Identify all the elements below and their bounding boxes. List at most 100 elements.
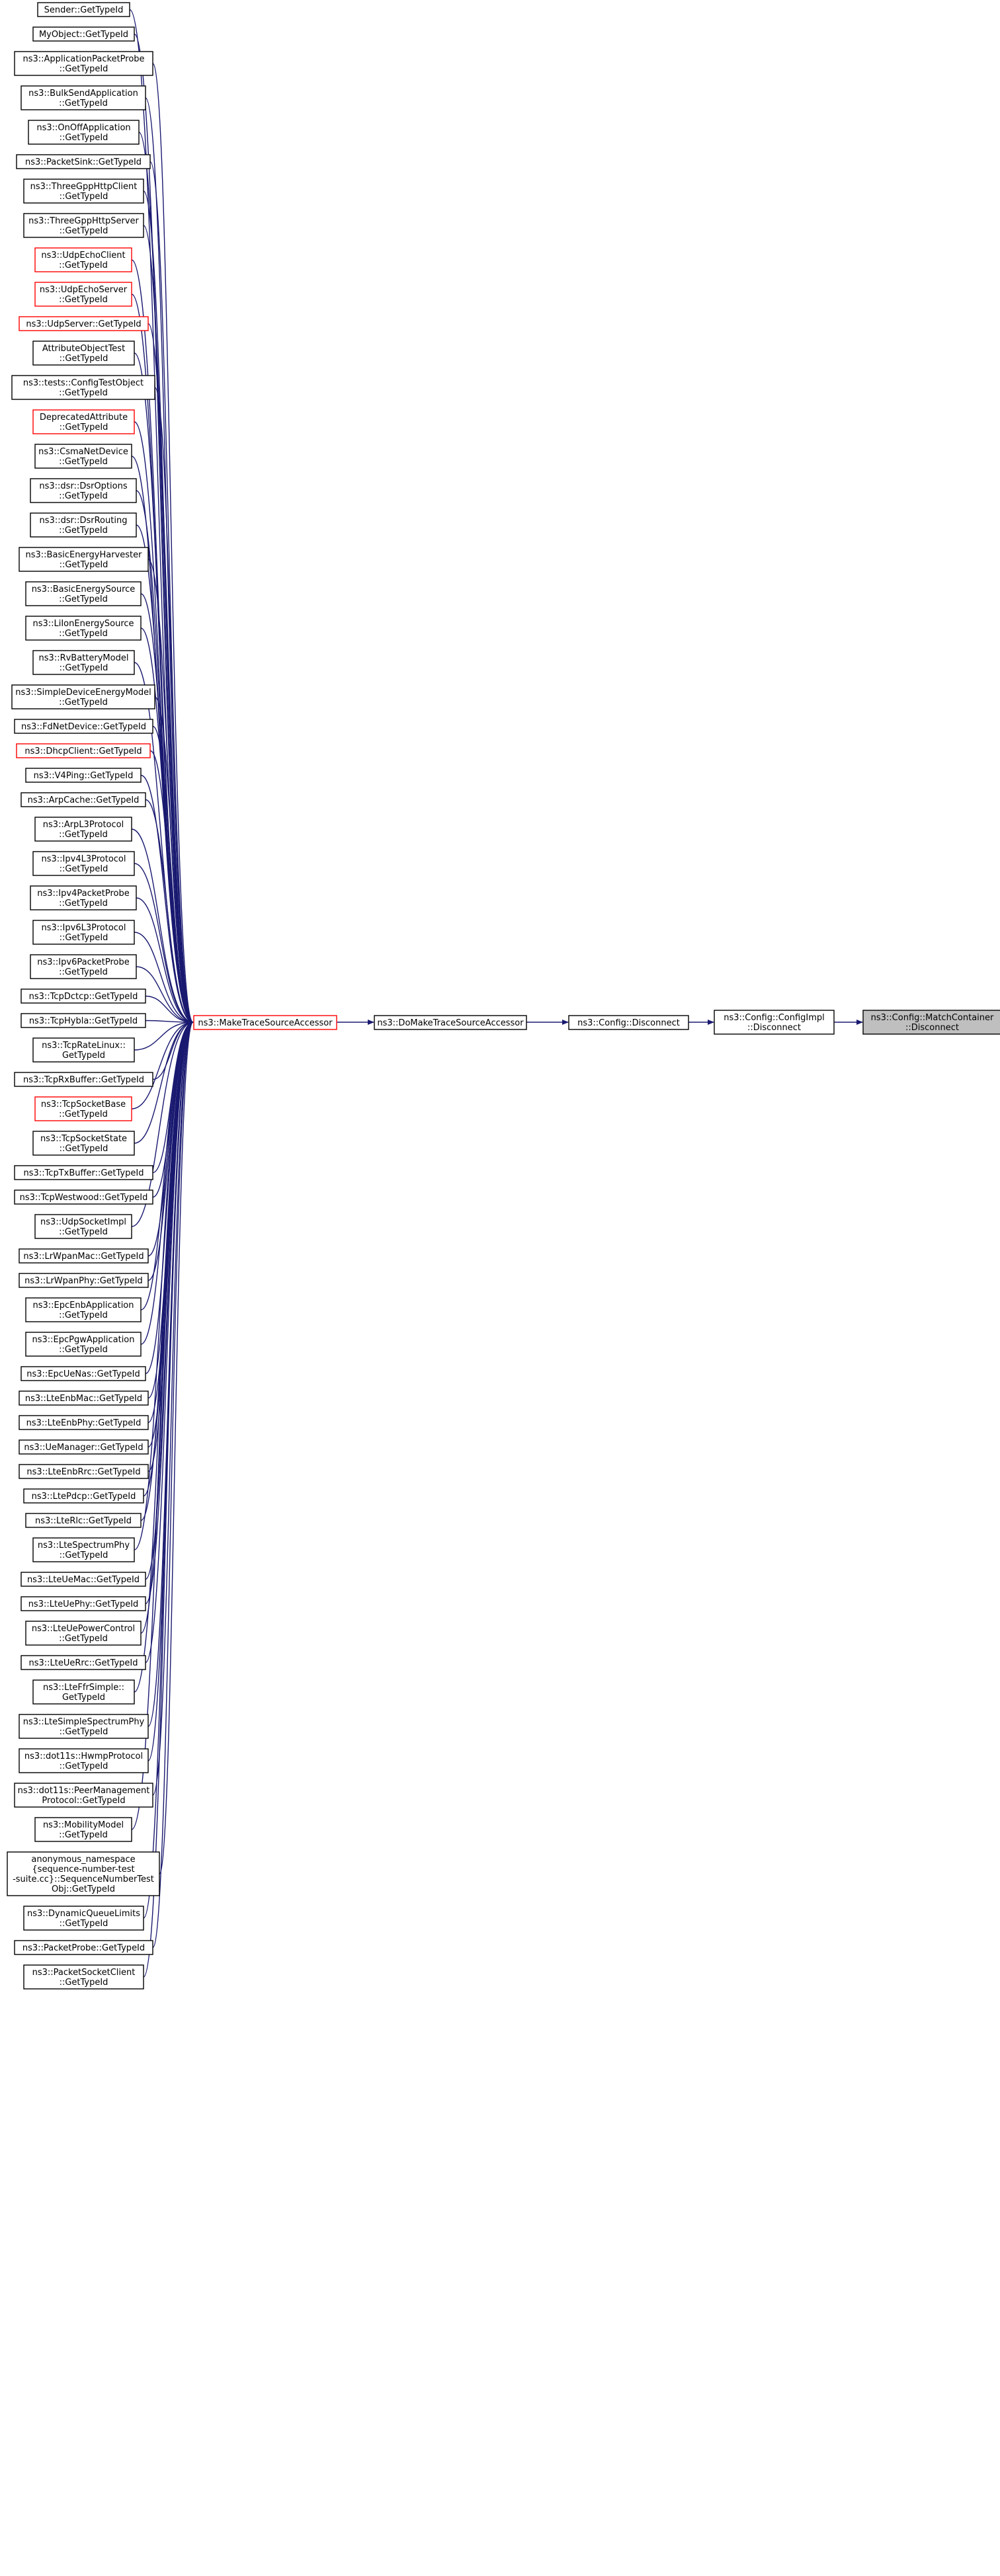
node-tcp-westwood[interactable]: ns3::TcpWestwood::GetTypeId <box>14 1189 153 1205</box>
node-lte-enb-rrc[interactable]: ns3::LteEnbRrc::GetTypeId <box>19 1464 149 1479</box>
node-match-container-disconnect[interactable]: ns3::Config::MatchContainer::Disconnect <box>862 1010 1000 1035</box>
node-dhcp-client[interactable]: ns3::DhcpClient::GetTypeId <box>16 743 151 758</box>
node-lte-simple-spectrum-phy[interactable]: ns3::LteSimpleSpectrumPhy::GetTypeId <box>19 1714 149 1739</box>
node-lte-ue-mac[interactable]: ns3::LteUeMac::GetTypeId <box>21 1572 146 1587</box>
node-label: ns3::LteUeRrc::GetTypeId <box>28 1658 138 1668</box>
node-v4ping[interactable]: ns3::V4Ping::GetTypeId <box>25 768 142 783</box>
node-lte-ffr-simple[interactable]: ns3::LteFfrSimple::GetTypeId <box>32 1679 135 1705</box>
node-dsr-options[interactable]: ns3::dsr::DsrOptions::GetTypeId <box>30 478 137 503</box>
node-configimpl-disconnect[interactable]: ns3::Config::ConfigImpl::Disconnect <box>714 1010 835 1035</box>
node-simple-device-energy[interactable]: ns3::SimpleDeviceEnergyModel::GetTypeId <box>11 684 155 709</box>
node-label: ns3::Ipv6PacketProbe <box>37 957 130 967</box>
node-label: ns3::TcpSocketBase <box>41 1100 126 1109</box>
edge-epc-pgw-app <box>140 1020 194 1345</box>
node-label: ns3::TcpRxBuffer::GetTypeId <box>23 1075 144 1085</box>
edge-udp-socket-impl <box>131 1020 194 1227</box>
node-box <box>25 1297 142 1322</box>
node-myobject[interactable]: MyObject::GetTypeId <box>32 26 135 42</box>
node-epc-pgw-app[interactable]: ns3::EpcPgwApplication::GetTypeId <box>25 1332 142 1357</box>
node-lte-pdcp[interactable]: ns3::LtePdcp::GetTypeId <box>23 1488 144 1504</box>
node-onoff[interactable]: ns3::OnOffApplication::GetTypeId <box>28 120 140 145</box>
node-peer-management[interactable]: ns3::dot11s::PeerManagementProtocol::Get… <box>14 1783 153 1808</box>
node-epc-enb-app[interactable]: ns3::EpcEnbApplication::GetTypeId <box>25 1297 142 1322</box>
node-label: ns3::LteEnbPhy::GetTypeId <box>26 1418 142 1428</box>
node-label: ns3::TcpHybla::GetTypeId <box>29 1016 138 1026</box>
node-box <box>34 444 132 469</box>
node-csma-net-device[interactable]: ns3::CsmaNetDevice::GetTypeId <box>34 444 132 469</box>
node-3gpp-client[interactable]: ns3::ThreeGppHttpClient::GetTypeId <box>23 179 144 204</box>
node-lte-ue-phy[interactable]: ns3::LteUePhy::GetTypeId <box>21 1596 146 1611</box>
node-label: ns3::CsmaNetDevice <box>38 447 128 457</box>
node-arp-l3[interactable]: ns3::ArpL3Protocol::GetTypeId <box>34 817 132 842</box>
node-label: ns3::PacketSink::GetTypeId <box>25 157 142 167</box>
node-label: ns3::MakeTraceSourceAccessor <box>198 1018 333 1028</box>
node-fd-net-device[interactable]: ns3::FdNetDevice::GetTypeId <box>14 719 153 734</box>
node-packet-socket-client[interactable]: ns3::PacketSocketClient::GetTypeId <box>23 1964 144 1990</box>
node-dynamic-queue-limits[interactable]: ns3::DynamicQueueLimits::GetTypeId <box>23 1906 144 1931</box>
node-rv-battery-model[interactable]: ns3::RvBatteryModel::GetTypeId <box>32 650 135 675</box>
node-hwmp-protocol[interactable]: ns3::dot11s::HwmpProtocol::GetTypeId <box>19 1748 149 1773</box>
node-lte-ue-power-control[interactable]: ns3::LteUePowerControl::GetTypeId <box>25 1621 142 1646</box>
node-lte-spectrum-phy[interactable]: ns3::LteSpectrumPhy::GetTypeId <box>32 1537 135 1562</box>
node-label: ns3::ArpCache::GetTypeId <box>28 795 140 805</box>
node-ue-manager[interactable]: ns3::UeManager::GetTypeId <box>19 1439 149 1455</box>
node-anon-sequence-number[interactable]: anonymous_namespace{sequence-number-test… <box>7 1851 160 1896</box>
node-lrwpan-mac[interactable]: ns3::LrWpanMac::GetTypeId <box>19 1248 149 1264</box>
node-tcp-rx-buffer[interactable]: ns3::TcpRxBuffer::GetTypeId <box>14 1072 153 1087</box>
edge-ipv4-l3 <box>134 863 194 1025</box>
node-tcp-hybla[interactable]: ns3::TcpHybla::GetTypeId <box>21 1013 146 1028</box>
node-ipv6-packet-probe[interactable]: ns3::Ipv6PacketProbe::GetTypeId <box>30 954 137 979</box>
node-ipv4-packet-probe[interactable]: ns3::Ipv4PacketProbe::GetTypeId <box>30 885 137 910</box>
node-liion-energy-source[interactable]: ns3::LiIonEnergySource::GetTypeId <box>25 616 142 641</box>
edge-fd-net-device <box>152 725 194 1025</box>
node-box <box>32 920 135 945</box>
node-tcp-tx-buffer[interactable]: ns3::TcpTxBuffer::GetTypeId <box>14 1165 153 1180</box>
node-udp-echo-client[interactable]: ns3::UdpEchoClient::GetTypeId <box>34 247 132 272</box>
node-tcp-socket-base[interactable]: ns3::TcpSocketBase::GetTypeId <box>34 1096 132 1121</box>
node-box <box>19 1390 149 1406</box>
node-deprecated-attribute[interactable]: DeprecatedAttribute::GetTypeId <box>32 409 135 434</box>
node-lte-enb-mac[interactable]: ns3::LteEnbMac::GetTypeId <box>19 1390 149 1406</box>
node-mobility-model[interactable]: ns3::MobilityModel::GetTypeId <box>34 1817 132 1842</box>
node-3gpp-server[interactable]: ns3::ThreeGppHttpServer::GetTypeId <box>23 213 144 238</box>
node-label: ns3::LteSpectrumPhy <box>38 1541 130 1550</box>
node-ipv6-l3[interactable]: ns3::Ipv6L3Protocol::GetTypeId <box>32 920 135 945</box>
node-lte-enb-phy[interactable]: ns3::LteEnbPhy::GetTypeId <box>19 1415 149 1430</box>
node-do-make-trace-source-accessor[interactable]: ns3::DoMakeTraceSourceAccessor <box>374 1015 527 1030</box>
node-label: GetTypeId <box>62 1693 105 1703</box>
node-bulk-send[interactable]: ns3::BulkSendApplication::GetTypeId <box>21 85 146 110</box>
node-label: ::GetTypeId <box>59 698 108 707</box>
node-arp-cache[interactable]: ns3::ArpCache::GetTypeId <box>21 792 146 807</box>
node-config-disconnect[interactable]: ns3::Config::Disconnect <box>568 1015 689 1030</box>
node-basic-energy-harvester[interactable]: ns3::BasicEnergyHarvester::GetTypeId <box>19 547 149 572</box>
node-packet-sink[interactable]: ns3::PacketSink::GetTypeId <box>16 154 151 169</box>
node-tcp-rate-linux[interactable]: ns3::TcpRateLinux::GetTypeId <box>32 1037 135 1063</box>
node-lrwpan-phy[interactable]: ns3::LrWpanPhy::GetTypeId <box>19 1273 149 1288</box>
node-label: ns3::LteSimpleSpectrumPhy <box>23 1717 145 1727</box>
node-make-trace-source-accessor[interactable]: ns3::MakeTraceSourceAccessor <box>193 1015 337 1030</box>
node-label: ::GetTypeId <box>60 1978 108 1988</box>
node-label: ns3::UdpEchoClient <box>41 251 125 261</box>
node-basic-energy-source[interactable]: ns3::BasicEnergySource::GetTypeId <box>25 581 142 606</box>
node-ipv4-l3[interactable]: ns3::Ipv4L3Protocol::GetTypeId <box>32 851 135 876</box>
node-tcp-dctcp[interactable]: ns3::TcpDctcp::GetTypeId <box>21 988 146 1004</box>
node-packet-probe[interactable]: ns3::PacketProbe::GetTypeId <box>14 1940 153 1955</box>
node-epc-ue-nas[interactable]: ns3::EpcUeNas::GetTypeId <box>21 1366 146 1381</box>
node-app-packet-probe[interactable]: ns3::ApplicationPacketProbe::GetTypeId <box>14 51 153 76</box>
node-lte-ue-rrc[interactable]: ns3::LteUeRrc::GetTypeId <box>21 1655 146 1670</box>
node-sender[interactable]: Sender::GetTypeId <box>37 2 130 17</box>
edge-tcp-hybla <box>145 1019 194 1025</box>
node-udp-server[interactable]: ns3::UdpServer::GetTypeId <box>19 316 149 331</box>
node-label: ::GetTypeId <box>59 1345 108 1355</box>
node-box <box>32 1679 135 1705</box>
node-label: ::GetTypeId <box>60 192 108 202</box>
node-config-test-object[interactable]: ns3::tests::ConfigTestObject::GetTypeId <box>11 375 155 400</box>
node-dsr-routing[interactable]: ns3::dsr::DsrRouting::GetTypeId <box>30 512 137 538</box>
node-tcp-socket-state[interactable]: ns3::TcpSocketState::GetTypeId <box>32 1131 135 1156</box>
edge-simple-device-energy <box>154 696 194 1025</box>
node-udp-echo-server[interactable]: ns3::UdpEchoServer::GetTypeId <box>34 282 132 307</box>
node-lte-rlc[interactable]: ns3::LteRlc::GetTypeId <box>25 1513 142 1528</box>
node-attr-object-test[interactable]: AttributeObjectTest::GetTypeId <box>32 341 135 366</box>
node-udp-socket-impl[interactable]: ns3::UdpSocketImpl::GetTypeId <box>34 1214 132 1239</box>
